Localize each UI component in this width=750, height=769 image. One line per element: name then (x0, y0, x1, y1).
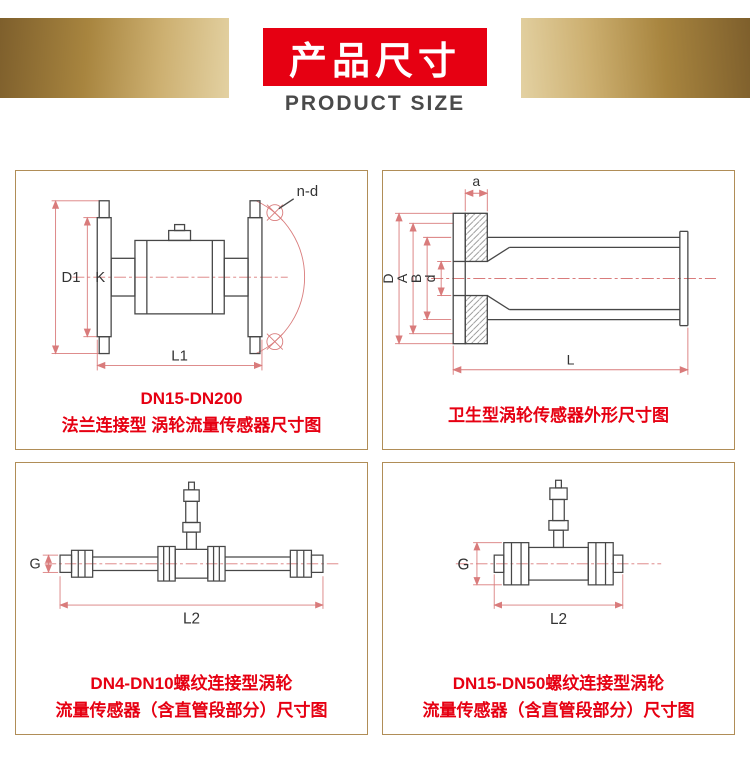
panel-thread-small-sensor: G L2 DN4-DN10螺纹连接型涡轮 流量传感器（含直管段部分）尺寸图 (15, 462, 368, 735)
caption-thread-small-sensor: DN4-DN10螺纹连接型涡轮 流量传感器（含直管段部分）尺寸图 (16, 669, 367, 734)
caption-line: DN15-DN50螺纹连接型涡轮 (452, 674, 665, 694)
thread-large-sensor-drawing: G L2 (455, 479, 662, 628)
dim-label-l2: L2 (183, 610, 200, 627)
panel-thread-large-sensor: G L2 DN15-DN50螺纹连接型涡轮 流量传感器（含直管段部分）尺寸图 (382, 462, 735, 735)
thread-small-sensor-drawing: G L2 (29, 481, 339, 627)
dim-label-nd: n-d (297, 184, 318, 200)
dim-label-k: K (95, 270, 105, 286)
caption-thread-large-sensor: DN15-DN50螺纹连接型涡轮 流量传感器（含直管段部分）尺寸图 (383, 669, 734, 734)
dim-label-L: L (567, 352, 575, 368)
dim-label-g: G (458, 557, 470, 574)
caption-flange-sensor: DN15-DN200 法兰连接型 涡轮流量传感器尺寸图 (16, 384, 367, 449)
dim-label-d: d (422, 275, 438, 283)
dim-label-B: B (408, 274, 424, 283)
dim-label-D: D (383, 273, 396, 283)
caption-line: DN4-DN10螺纹连接型涡轮 (90, 674, 293, 694)
caption-sanitary-sensor: 卫生型涡轮传感器外形尺寸图 (383, 391, 734, 449)
panel-flange-sensor: D1 K L1 n-d DN15-DN200 法兰连接型 涡轮流量传感器尺寸图 (15, 170, 368, 450)
dim-label-l1: L1 (171, 349, 188, 365)
caption-line: 法兰连接型 涡轮流量传感器尺寸图 (61, 415, 322, 435)
diagram-grid: D1 K L1 n-d DN15-DN200 法兰连接型 涡轮流量传感器尺寸图 (0, 158, 750, 755)
dim-label-g: G (29, 557, 40, 573)
gold-decor-bar-left (0, 18, 229, 98)
sanitary-sensor-drawing: D A B d a L (383, 173, 716, 375)
caption-line: 流量传感器（含直管段部分）尺寸图 (55, 700, 328, 720)
dim-label-d1: D1 (62, 270, 81, 286)
dim-label-a: a (472, 173, 480, 189)
gold-decor-bar-right (521, 18, 750, 98)
page-subtitle: PRODUCT SIZE (284, 92, 466, 115)
caption-line: 卫生型涡轮传感器外形尺寸图 (448, 405, 669, 425)
page-title: 产品尺寸 (288, 40, 461, 83)
panel-sanitary-sensor: D A B d a L 卫生型涡轮传感器外形尺寸图 (382, 170, 735, 450)
flange-sensor-drawing: D1 K L1 n-d (51, 184, 318, 371)
page-header: 产品尺寸 PRODUCT SIZE (0, 0, 750, 158)
caption-line: 流量传感器（含直管段部分）尺寸图 (422, 700, 695, 720)
title-banner: 产品尺寸 (263, 28, 487, 86)
dim-label-l2: L2 (550, 611, 567, 628)
caption-line: DN15-DN200 (140, 389, 243, 409)
dim-label-A: A (394, 273, 410, 283)
